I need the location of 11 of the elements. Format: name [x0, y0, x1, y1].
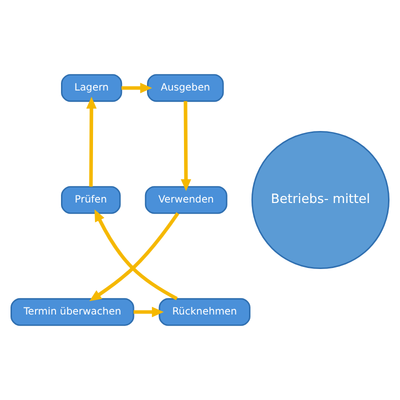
arrow [134, 306, 164, 318]
node-circle: Betriebs- mittel [251, 130, 390, 270]
arrow [86, 96, 97, 187]
node-box: Verwenden [144, 186, 228, 214]
node-box: Ausgeben [147, 74, 224, 102]
node-box: Lagern [61, 74, 122, 102]
arrow [180, 101, 192, 192]
node-box: Rücknehmen [158, 298, 250, 326]
node-box: Termin überwachen [10, 298, 134, 326]
node-box: Prüfen [61, 186, 121, 214]
arrow [121, 82, 152, 94]
